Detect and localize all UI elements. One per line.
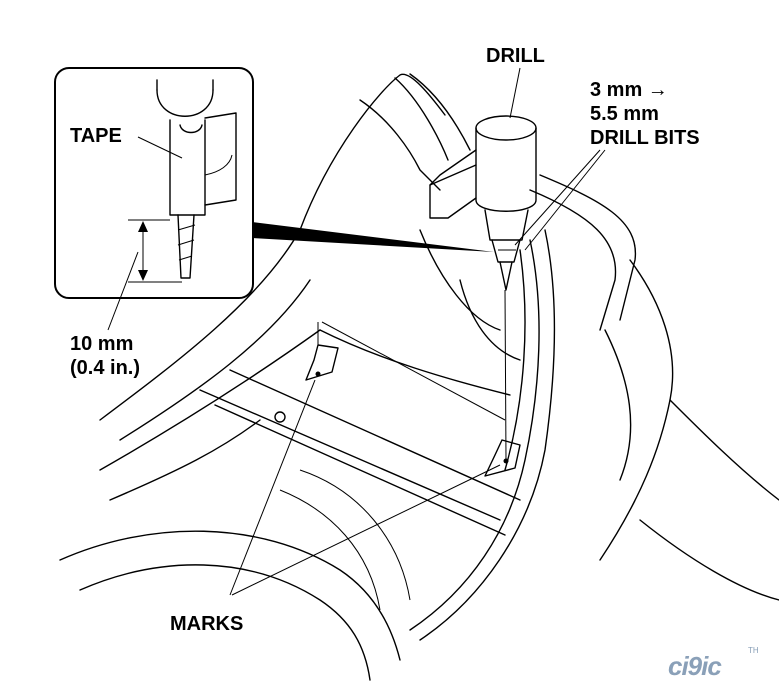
drill-bits-label: DRILL BITS bbox=[590, 127, 700, 149]
tape-marks bbox=[305, 289, 521, 477]
drill-bits-size-from-label: 3 mm → bbox=[590, 79, 668, 101]
leader-lines bbox=[107, 67, 606, 596]
depth-mm-label: 10 mm bbox=[70, 333, 134, 355]
inset-box bbox=[54, 67, 254, 299]
site-logo: ci9ic TH bbox=[668, 645, 778, 693]
drill-bits-size-to-label: 5.5 mm bbox=[590, 103, 659, 125]
logo-text: ci9ic bbox=[668, 651, 722, 681]
callout-wedge bbox=[252, 222, 494, 252]
drill-label: DRILL bbox=[486, 45, 545, 67]
depth-inch-label: (0.4 in.) bbox=[70, 357, 141, 379]
marks-label: MARKS bbox=[170, 613, 244, 635]
drill-illustration bbox=[429, 115, 537, 291]
tape-label: TAPE bbox=[70, 125, 122, 147]
logo-superscript: TH bbox=[748, 646, 759, 655]
